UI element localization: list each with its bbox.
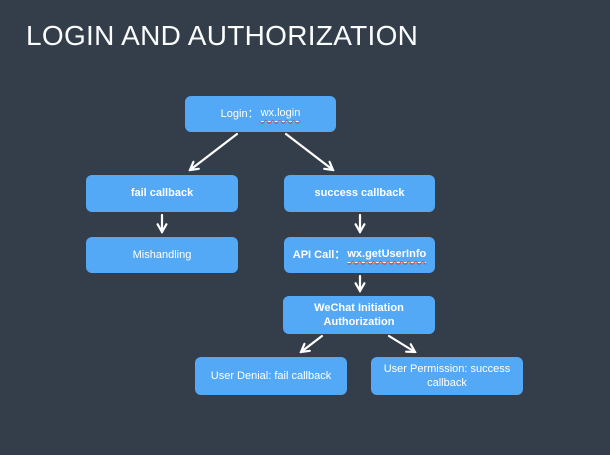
edge-login-to-fail-arrow [190, 132, 239, 170]
node-user-permission: User Permission: success callback [371, 357, 523, 395]
node-login-label: Login： [220, 107, 259, 120]
node-mishandling: Mishandling [86, 237, 238, 273]
node-user-denial: User Denial: fail callback [195, 357, 347, 395]
node-success-callback-label: success callback [314, 187, 405, 200]
node-api-call: API Call：wx.getUserInfo [284, 237, 435, 273]
node-mishandling-label: Mishandling [132, 248, 192, 261]
node-api-call-code-text: wx.getUserInfo [347, 248, 427, 261]
node-wechat-initiation-authorization-label: WeChat Initiation Authorization [314, 301, 404, 328]
edge-wechat-to-denial-arrow [301, 334, 324, 352]
node-user-permission-label: User Permission: success callback [383, 362, 511, 389]
slide-title: LOGIN AND AUTHORIZATION [26, 20, 419, 51]
node-login-code-text: wx.login [260, 107, 301, 120]
node-login-code: wx.login [260, 106, 301, 122]
edge-wechat-to-permission-arrow [387, 334, 415, 352]
node-fail-callback: fail callback [86, 175, 238, 212]
node-api-call-code: wx.getUserInfo [347, 247, 427, 263]
edge-login-to-success-arrow [284, 132, 333, 170]
node-success-callback: success callback [284, 175, 435, 212]
node-user-denial-label: User Denial: fail callback [210, 369, 332, 382]
node-login: Login：wx.login [185, 96, 336, 132]
node-api-call-label: API Call： [292, 248, 346, 261]
node-wechat-initiation-authorization: WeChat Initiation Authorization [283, 296, 435, 334]
node-fail-callback-label: fail callback [130, 187, 194, 200]
